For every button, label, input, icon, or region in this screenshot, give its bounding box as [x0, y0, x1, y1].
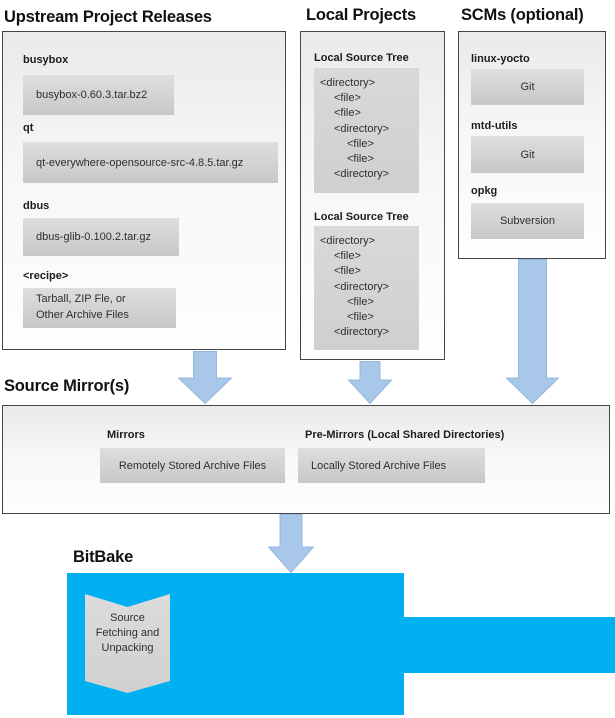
local-projects-panel: Local Source Tree <directory> <file> <fi…	[300, 31, 445, 360]
tree-line: <file>	[334, 265, 361, 278]
flow-arrow-scms-to-mirrors	[506, 259, 559, 404]
scm-item-mtd-utils-label: mtd-utils	[471, 120, 518, 132]
source-mirrors-panel: Mirrors Remotely Stored Archive Files Pr…	[2, 405, 610, 514]
local-source-tree-heading: Local Source Tree	[314, 211, 409, 223]
mirrors-label: Mirrors	[107, 429, 145, 441]
scm-item-opkg-label: opkg	[471, 185, 498, 197]
upstream-item-recipe-file: Tarball, ZIP Fle, or Other Archive Files	[23, 288, 176, 328]
upstream-item-dbus-label: dbus	[23, 200, 50, 212]
scm-item-opkg-tool: Subversion	[471, 203, 584, 239]
tree-line: <directory>	[320, 235, 376, 247]
tree-line: <file>	[334, 92, 361, 105]
flow-arrow-mirrors-to-bitbake	[268, 514, 314, 573]
upstream-panel: busybox busybox-0.60.3.tar.bz2 qt qt-eve…	[2, 31, 286, 350]
scm-item-mtd-utils-tool: Git	[471, 136, 584, 173]
tree-line: <file>	[334, 250, 361, 263]
upstream-item-busybox-file: busybox-0.60.3.tar.bz2	[23, 75, 174, 115]
source-fetching-ribbon: Source Fetching and Unpacking	[85, 594, 170, 693]
scms-panel: linux-yocto Git mtd-utils Git opkg Subve…	[458, 31, 606, 259]
tree-line: <file>	[347, 153, 374, 166]
tree-line: <directory>	[334, 122, 390, 135]
local-source-tree-box: <directory> <file> <file> <directory> <f…	[314, 68, 419, 193]
bitbake-title: BitBake	[73, 548, 134, 566]
mirrors-value-box: Remotely Stored Archive Files	[100, 448, 285, 483]
tree-line: <directory>	[334, 280, 390, 293]
scm-item-linux-yocto-label: linux-yocto	[471, 53, 530, 65]
scms-title: SCMs (optional)	[461, 6, 584, 24]
tree-line: <file>	[347, 137, 374, 150]
bitbake-output-pipe	[404, 617, 615, 673]
scm-item-linux-yocto-tool: Git	[471, 69, 584, 105]
local-source-tree-heading: Local Source Tree	[314, 52, 409, 64]
tree-line: <directory>	[320, 77, 376, 89]
upstream-item-recipe-label: <recipe>	[23, 270, 69, 282]
flow-arrow-upstream-to-mirrors	[178, 351, 232, 404]
upstream-item-qt-file: qt-everywhere-opensource-src-4.8.5.tar.g…	[23, 142, 278, 183]
tree-line: <directory>	[334, 168, 390, 181]
upstream-title: Upstream Project Releases	[4, 8, 212, 26]
tree-line: <file>	[347, 295, 374, 308]
local-source-tree-box: <directory> <file> <file> <directory> <f…	[314, 226, 419, 350]
tree-line: <directory>	[334, 326, 390, 339]
upstream-item-dbus-file: dbus-glib-0.100.2.tar.gz	[23, 218, 179, 256]
flow-arrow-local-to-mirrors	[348, 361, 392, 404]
source-mirrors-title: Source Mirror(s)	[4, 377, 130, 395]
pre-mirrors-label: Pre-Mirrors (Local Shared Directories)	[305, 429, 505, 441]
upstream-item-busybox-label: busybox	[23, 54, 69, 66]
tree-line: <file>	[334, 107, 361, 120]
tree-line: <file>	[347, 311, 374, 324]
upstream-item-qt-label: qt	[23, 122, 34, 134]
pre-mirrors-value-box: Locally Stored Archive Files	[298, 448, 485, 483]
local-projects-title: Local Projects	[306, 6, 416, 24]
